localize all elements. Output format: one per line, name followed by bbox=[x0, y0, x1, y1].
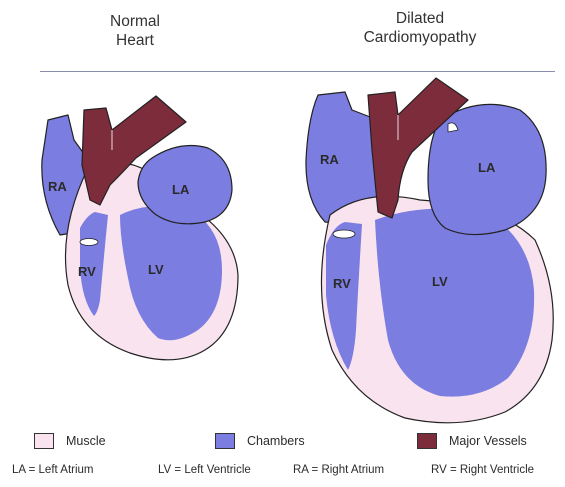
dilated-heart bbox=[306, 78, 553, 423]
normal-heart bbox=[42, 96, 238, 360]
muscle-swatch bbox=[34, 433, 54, 449]
legend-muscle: Muscle bbox=[34, 430, 106, 452]
legend-major-vessels: Major Vessels bbox=[417, 430, 527, 452]
dilated-lv-label: LV bbox=[432, 274, 448, 289]
dilated-ra-label: RA bbox=[320, 152, 339, 167]
abbreviation-rv: RV = Right Ventricle bbox=[431, 464, 534, 476]
dilated-rv-label: RV bbox=[333, 276, 351, 291]
major-vessels-swatch bbox=[417, 433, 437, 449]
legend-major-vessels-label: Major Vessels bbox=[449, 434, 527, 448]
normal-rv-label: RV bbox=[78, 264, 96, 279]
normal-ra-label: RA bbox=[48, 179, 67, 194]
legend-chambers: Chambers bbox=[215, 430, 305, 452]
chambers-swatch bbox=[215, 433, 235, 449]
dilated-valve bbox=[333, 230, 355, 238]
legend-muscle-label: Muscle bbox=[66, 434, 106, 448]
abbreviation-ra: RA = Right Atrium bbox=[293, 464, 384, 476]
normal-valve bbox=[80, 239, 98, 246]
normal-lv-label: LV bbox=[148, 262, 164, 277]
legend-chambers-label: Chambers bbox=[247, 434, 305, 448]
abbreviation-la: LA = Left Atrium bbox=[12, 464, 94, 476]
normal-la-label: LA bbox=[172, 182, 190, 197]
abbreviation-lv: LV = Left Ventricle bbox=[158, 464, 251, 476]
dilated-la-label: LA bbox=[478, 160, 496, 175]
